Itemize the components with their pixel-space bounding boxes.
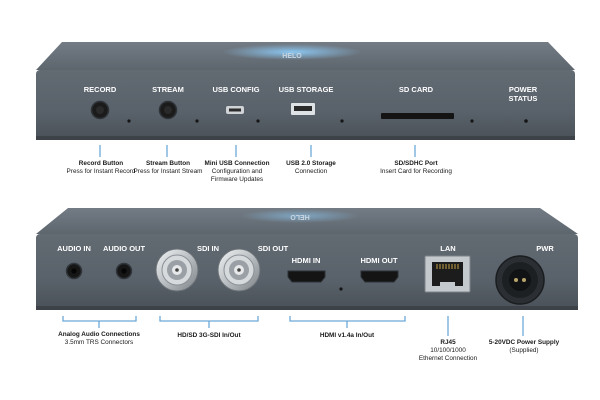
sd-card-label: SD CARD [399,85,434,94]
sdi-out-connector[interactable] [217,248,261,292]
usb-storage-label: USB STORAGE [279,85,334,94]
usb-config-led-icon [256,119,260,123]
pwr-connector[interactable] [495,255,545,305]
record-label: RECORD [84,85,117,94]
callout-mini-usb: Mini USB Connection Configuration and Fi… [204,160,270,183]
power-status-led-icon [524,119,528,123]
top-callout-brackets [99,145,416,157]
bottom-unit: HELO AUDIO IN AUDIO OUT SDI IN SDI OUT H… [36,208,578,336]
lan-label: LAN [440,244,455,253]
sdi-in-connector[interactable] [155,248,199,292]
callout-stream: Stream Button Press for Instant Stream [133,160,203,175]
stream-led-icon [195,119,199,123]
audio-in-label: AUDIO IN [57,244,91,253]
hdmi-led-icon [339,287,343,291]
sd-card-slot[interactable] [381,113,454,119]
usb-config-label: USB CONFIG [212,85,259,94]
top-unit-logo-glow [222,44,362,60]
callout-sdi: HD/SD 3G-SDI In/Out [177,332,241,339]
power-status-label-2: STATUS [509,94,538,103]
sd-card-led-icon [470,119,474,123]
bottom-unit-logo: HELO [290,213,310,220]
sdi-out-label: SDI OUT [258,244,289,253]
top-unit: HELO RECORD STREAM USB CONFIG USB STORAG… [36,42,575,157]
callout-hdmi: HDMI v1.4a In/Out [319,332,375,339]
top-unit-logo: HELO [282,53,302,60]
callout-power-supply: 5-20VDC Power Supply (Supplied) [488,339,560,354]
lan-port[interactable] [424,255,471,293]
pwr-label: PWR [536,244,554,253]
power-status-label-1: POWER [509,85,538,94]
bottom-callout-brackets [62,316,524,336]
usb-storage-led-icon [340,119,344,123]
stream-label: STREAM [152,85,184,94]
hdmi-in-label: HDMI IN [292,256,321,265]
callout-record: Record Button Press for Instant Record [66,160,136,175]
callout-usb-storage: USB 2.0 Storage Connection [286,160,336,175]
callout-rj45: RJ45 10/100/1000 Ethernet Connection [418,339,478,362]
hdmi-out-label: HDMI OUT [360,256,397,265]
hdmi-out-port[interactable] [360,270,399,283]
callout-analog-audio: Analog Audio Connections 3.5mm TRS Conne… [58,331,140,346]
callout-sd-card: SD/SDHC Port Insert Card for Recording [380,160,452,175]
record-led-icon [127,119,131,123]
sdi-in-label: SDI IN [197,244,219,253]
hdmi-in-port[interactable] [287,270,326,283]
audio-out-label: AUDIO OUT [103,244,146,253]
